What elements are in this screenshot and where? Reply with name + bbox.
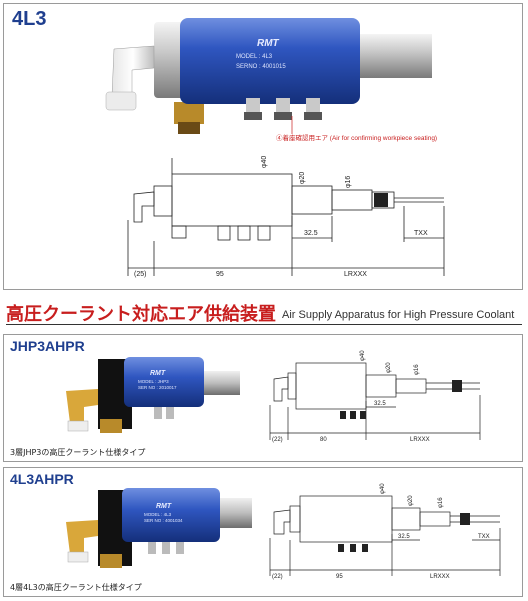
dim-lrxxx: LRXXX (344, 271, 367, 278)
dim-22-3: (22) (272, 574, 283, 580)
dim-lrxxx-2: LRXXX (410, 437, 430, 443)
plate-model-4l3ahpr: MODEL : 4L3 (144, 512, 172, 517)
air-port-fittings (244, 98, 322, 120)
dim-lrxxx-3: LRXXX (430, 574, 450, 580)
dim-32-5: 32.5 (304, 230, 318, 237)
dim-d20-2: φ20 (386, 362, 392, 373)
dim-25: (25) (134, 271, 146, 278)
plate-serial-4l3ahpr: SER NO : 4001034 (144, 518, 183, 523)
dim-95: 95 (216, 271, 224, 278)
brand-logo-4l3ahpr: RMT (156, 503, 172, 510)
dim-d16-3: φ16 (438, 497, 444, 508)
dim-80-2: 80 (320, 437, 327, 443)
section-jhp3ahpr: JHP3AHPR RMT MODEL : JHP3 SER NO : 20100… (3, 334, 523, 462)
dim-32-5-2: 32.5 (374, 401, 386, 407)
dim-d40-2: φ40 (360, 350, 366, 361)
product-photo-4l3: RMT MODEL : 4L3 SERNO : 4001015 (105, 18, 432, 134)
dim-d20-3: φ20 (408, 495, 414, 506)
caption-4l3ahpr: 4層4L3の高圧クーラント仕様タイプ (10, 583, 142, 592)
plate-serial-jhp3: SER NO : 2010017 (138, 385, 177, 390)
section-4l3ahpr: 4L3AHPR RMT MODEL : 4L3 SER NO : 4001034 (3, 467, 523, 597)
heading-en: Air Supply Apparatus for High Pressure C… (282, 309, 515, 321)
dim-95-3: 95 (336, 574, 343, 580)
dim-txx-3: TXX (478, 534, 490, 540)
product-photo-4l3ahpr: RMT MODEL : 4L3 SER NO : 4001034 (66, 488, 252, 568)
plate-model-jhp3: MODEL : JHP3 (138, 379, 169, 384)
heading-rule (6, 324, 522, 325)
plate-model-4l3: MODEL : 4L3 (236, 54, 273, 60)
brand-logo-4l3: RMT (257, 38, 280, 49)
caption-jhp3ahpr: 3層JHP3の高圧クーラント仕様タイプ (10, 448, 146, 457)
seating-air-callout: ④着座確認用エア (Air for confirming workpiece s… (276, 135, 438, 142)
dim-d16: φ16 (345, 176, 352, 188)
product-photo-jhp3ahpr: RMT MODEL : JHP3 SER NO : 2010017 (66, 357, 240, 433)
heading-jp-second: エア供給装置 (168, 304, 276, 325)
model-title-4l3: 4L3 (12, 8, 47, 30)
dim-d40-3: φ40 (380, 483, 386, 494)
dim-22-2: (22) (272, 437, 283, 443)
dim-32-5-3: 32.5 (398, 534, 410, 540)
brand-logo-jhp3: RMT (150, 370, 166, 377)
dimension-drawing-4l3ahpr: φ40 φ20 φ16 32.5 (22) 95 LRXXX TXX (269, 483, 501, 580)
dim-d40: φ40 (261, 156, 268, 168)
dim-d16-2: φ16 (414, 364, 420, 375)
plate-serial-4l3: SERNO : 4001015 (236, 64, 286, 70)
dim-d20: φ20 (299, 172, 306, 184)
heading-jp-red: 高圧クーラント対応 (6, 304, 168, 325)
dimension-drawing-jhp3ahpr: φ40 φ20 φ16 32.5 (22) 80 LRXXX (269, 350, 481, 443)
dimension-drawing-4l3: φ40 φ20 φ16 32.5 (25) 95 LRXXX TXX (127, 156, 445, 278)
model-title-4l3ahpr: 4L3AHPR (10, 471, 74, 487)
section-heading: 高圧クーラント対応エア供給装置 (6, 300, 276, 326)
model-title-jhp3ahpr: JHP3AHPR (10, 338, 85, 354)
section-4l3: 4L3 RMT MODEL : 4L3 SERNO : 4001015 (3, 3, 523, 290)
dim-txx: TXX (414, 230, 428, 237)
